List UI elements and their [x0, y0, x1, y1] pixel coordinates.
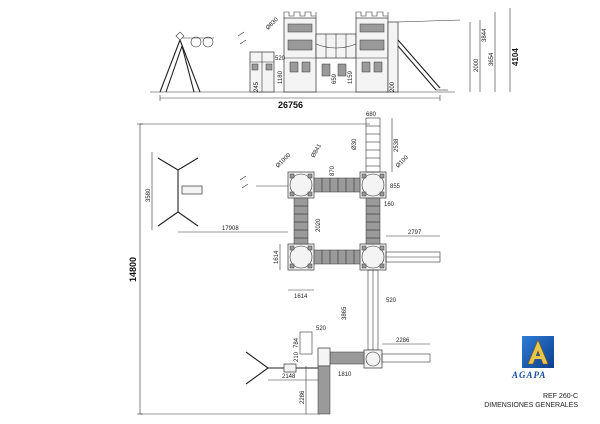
swing-seat-ring — [190, 36, 202, 48]
dim-total-length: 26756 — [278, 100, 303, 110]
dim-784: 784 — [294, 337, 300, 348]
dim-520-a: 520 — [386, 298, 397, 304]
agapa-logo — [522, 336, 554, 368]
dim-height-2000: 2000 — [474, 58, 480, 72]
dim-diameter-1000: Ø1000 — [275, 152, 292, 169]
dim-870: 870 — [330, 165, 336, 176]
dim-160: 160 — [384, 202, 395, 208]
elevation-slide — [387, 19, 461, 93]
dim-2286-vertical: 2286 — [300, 390, 306, 404]
dim-2286-horizontal: 2286 — [396, 338, 410, 344]
dim-2020: 2020 — [316, 218, 322, 232]
elevation-view: 26756 2000 3654 3844 4104 Ø830 520 1180 … — [150, 8, 520, 110]
dim-659: 659 — [332, 73, 338, 84]
dim-1614-vertical: 1614 — [274, 250, 280, 264]
dim-3865: 3865 — [342, 306, 348, 320]
dim-overall-length: 14800 — [128, 257, 138, 282]
dim-2148: 2148 — [282, 374, 296, 380]
swing-plan: 3580 — [146, 152, 203, 230]
plan-walkway — [367, 269, 379, 351]
elevation-tower-1 — [283, 11, 317, 93]
elevation-left-section — [249, 51, 275, 93]
dim-diameter-100: Ø100 — [395, 154, 410, 169]
dim-855: 855 — [390, 184, 401, 190]
dim-17908: 17908 — [222, 226, 239, 232]
dim-3580: 3580 — [146, 188, 152, 202]
plan-bridges — [293, 177, 381, 265]
swing-frame — [159, 31, 214, 93]
dim-200: 200 — [390, 81, 396, 92]
plan-tower-bottom-right — [359, 243, 387, 271]
elevation-tower-2 — [355, 11, 389, 93]
plan-tower-top-left — [287, 171, 315, 199]
dim-total-height: 4104 — [511, 48, 520, 66]
dim-2797: 2797 — [408, 230, 422, 236]
dim-diameter-30: Ø30 — [352, 138, 358, 150]
swing-seat-ring — [202, 36, 214, 48]
plan-tower-bottom-left — [287, 243, 315, 271]
dim-210: 210 — [294, 351, 300, 362]
dim-1180: 1180 — [278, 70, 284, 84]
dim-1159: 1159 — [348, 70, 354, 84]
dim-diameter-841: Ø841 — [311, 143, 324, 159]
dim-245: 245 — [254, 81, 260, 92]
swing-seat — [181, 185, 203, 195]
plan-view: 14800 3580 17908 — [128, 112, 441, 415]
brand-name: AGAPA — [512, 370, 547, 380]
break-mark — [239, 175, 249, 189]
plan-tower-top-right — [359, 171, 387, 199]
break-mark — [237, 31, 247, 45]
dim-diameter-830: Ø830 — [265, 16, 280, 31]
reference-code: REF 260-C — [542, 393, 578, 400]
dim-680: 680 — [366, 112, 377, 118]
elevation-bridge — [315, 33, 357, 77]
dim-height-3844: 3844 — [482, 28, 488, 42]
dim-520: 520 — [275, 56, 286, 62]
dim-height-3654: 3654 — [489, 52, 495, 66]
dim-520-b: 520 — [316, 326, 327, 332]
dim-1810: 1810 — [338, 372, 352, 378]
dim-2538: 2538 — [394, 138, 400, 152]
plan-lower-structure — [245, 331, 431, 415]
drawing-subtitle: DIMENSIONES GENERALES — [484, 402, 578, 409]
plan-ladder — [365, 117, 381, 173]
plan-slide-right — [385, 251, 441, 263]
dim-1614-horizontal: 1614 — [294, 294, 308, 300]
